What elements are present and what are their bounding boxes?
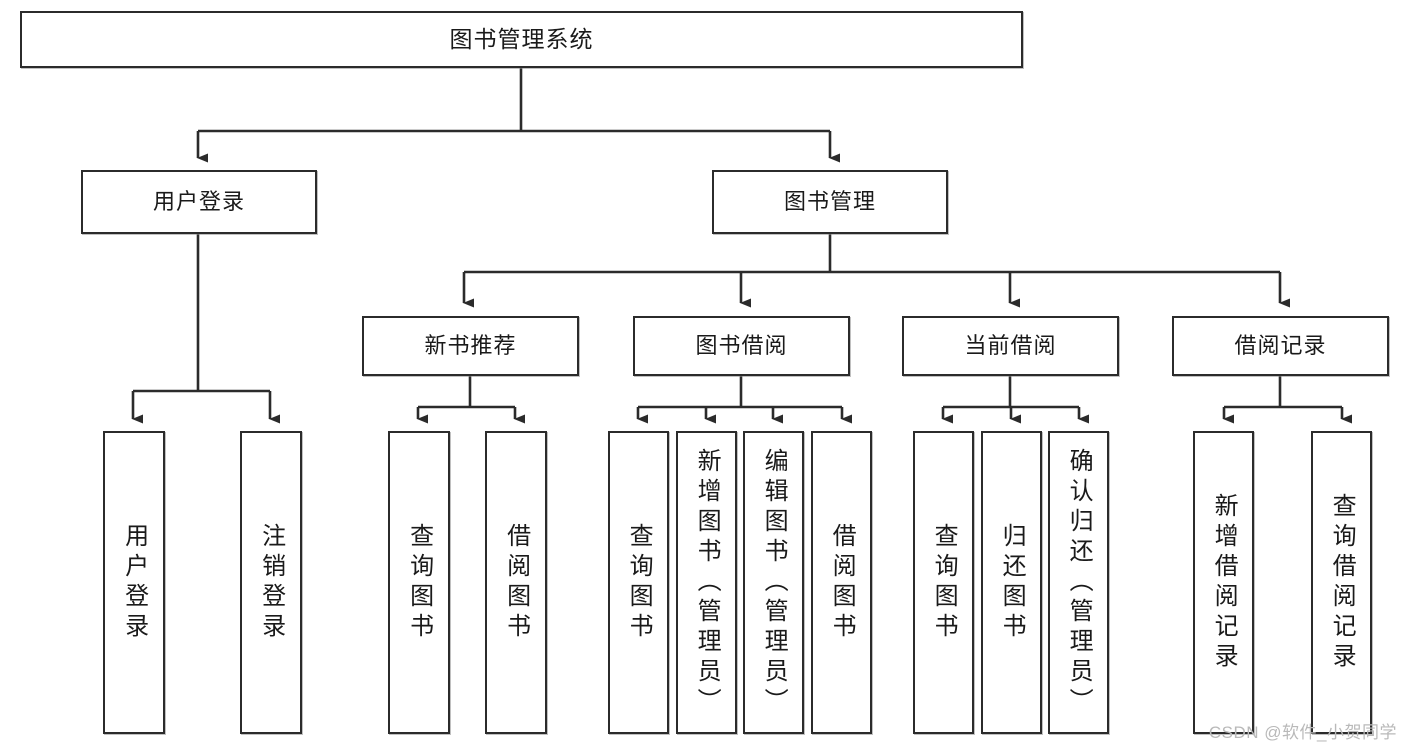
node-book-borrow[interactable]: 图书借阅 [633, 316, 850, 376]
leaf-logout-login[interactable]: 注销登录 [240, 431, 302, 734]
node-label: 新书推荐 [424, 333, 517, 359]
node-label: 借阅记录 [1234, 333, 1327, 359]
node-label: 编辑图书（管理员） [760, 447, 788, 718]
node-label: 确认归还（管理员） [1065, 447, 1093, 718]
leaf-query-book-3[interactable]: 查询图书 [913, 431, 974, 734]
node-label: 用户登录 [152, 189, 245, 215]
node-label: 借阅图书 [502, 522, 530, 643]
leaf-add-book[interactable]: 新增图书（管理员） [676, 431, 737, 734]
node-book-manage[interactable]: 图书管理 [712, 170, 948, 234]
node-label: 查询图书 [930, 522, 958, 643]
node-label: 新增图书（管理员） [693, 447, 721, 718]
csdn-watermark: CSDN @软件_小贺同学 [1208, 723, 1397, 742]
leaf-add-record[interactable]: 新增借阅记录 [1193, 431, 1254, 734]
node-label: 查询借阅记录 [1328, 492, 1356, 673]
node-label: 借阅图书 [828, 522, 856, 643]
node-borrow-record[interactable]: 借阅记录 [1172, 316, 1389, 376]
node-label: 图书管理 [783, 189, 876, 215]
node-label: 归还图书 [998, 522, 1026, 643]
leaf-borrow-book-1[interactable]: 借阅图书 [485, 431, 547, 734]
leaf-query-book-2[interactable]: 查询图书 [608, 431, 669, 734]
leaf-borrow-book-2[interactable]: 借阅图书 [811, 431, 872, 734]
node-label: 注销登录 [257, 522, 285, 643]
node-label: 当前借阅 [964, 333, 1057, 359]
node-label: 图书管理系统 [449, 25, 594, 52]
leaf-user-login[interactable]: 用户登录 [103, 431, 165, 734]
node-label: 查询图书 [405, 522, 433, 643]
node-label: 查询图书 [625, 522, 653, 643]
leaf-edit-book[interactable]: 编辑图书（管理员） [743, 431, 804, 734]
leaf-query-book-1[interactable]: 查询图书 [388, 431, 450, 734]
node-root-system[interactable]: 图书管理系统 [20, 11, 1023, 68]
node-label: 图书借阅 [695, 333, 788, 359]
node-new-book-rec[interactable]: 新书推荐 [362, 316, 579, 376]
node-current-borrow[interactable]: 当前借阅 [902, 316, 1119, 376]
node-label: 新增借阅记录 [1210, 492, 1238, 673]
node-label: 用户登录 [120, 522, 148, 643]
node-user-login[interactable]: 用户登录 [81, 170, 317, 234]
leaf-return-book[interactable]: 归还图书 [981, 431, 1042, 734]
leaf-confirm-return[interactable]: 确认归还（管理员） [1048, 431, 1109, 734]
leaf-query-record[interactable]: 查询借阅记录 [1311, 431, 1372, 734]
